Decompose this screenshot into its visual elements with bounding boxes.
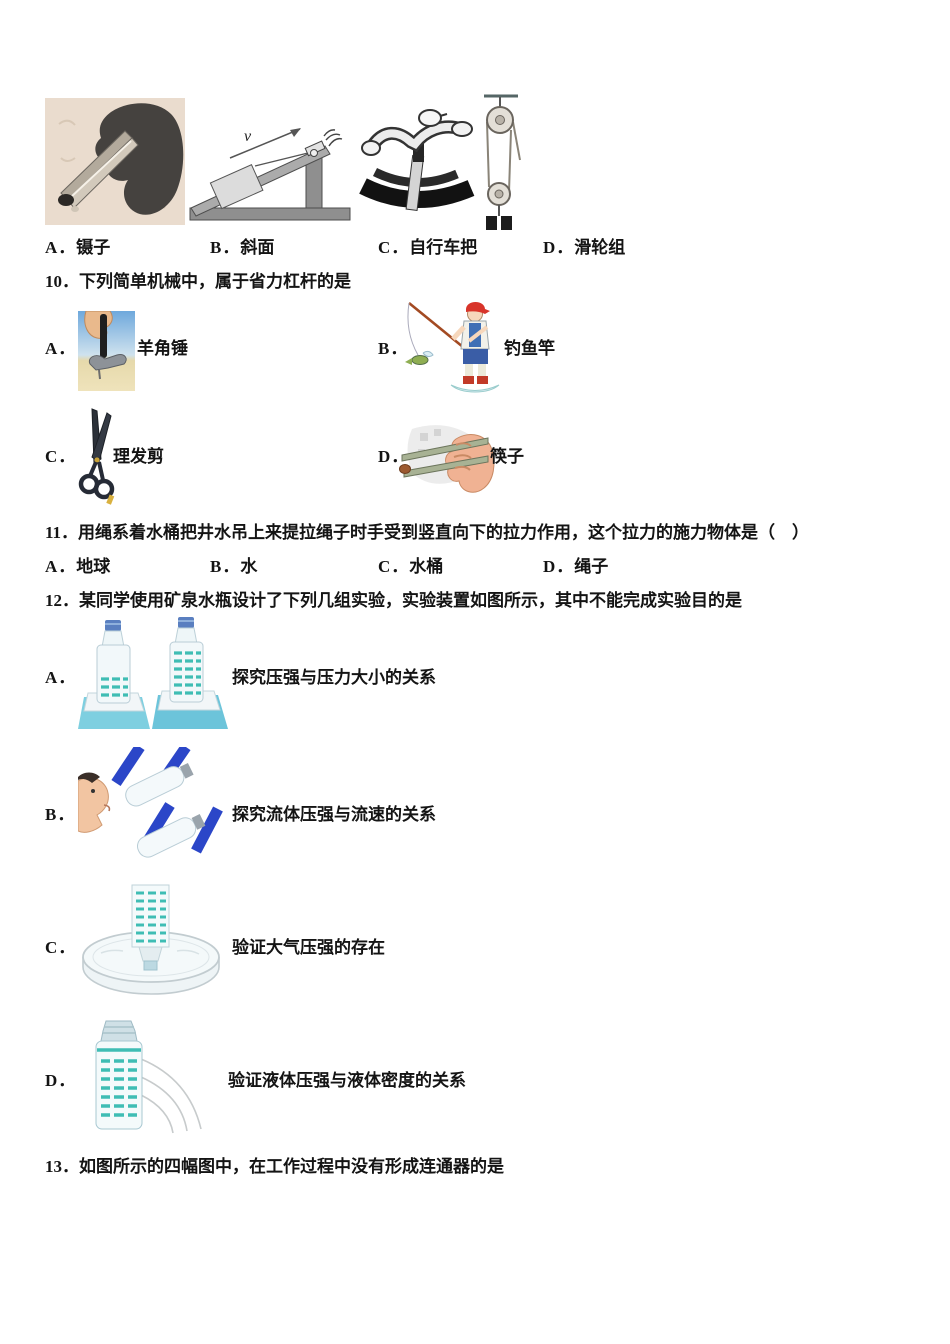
q9-option-a: A．镊子 xyxy=(45,237,110,258)
pulley-system-image xyxy=(484,94,521,230)
q11-option-c-letter: C． xyxy=(378,557,410,576)
q11-option-d: D．绳子 xyxy=(543,556,608,577)
q10-option-c-text: 理发剪 xyxy=(113,447,164,466)
q9-option-a-letter: A． xyxy=(45,238,77,257)
barber-scissors-image xyxy=(78,408,115,505)
two-bottles-on-sponges-image xyxy=(78,617,228,729)
q10-option-a-text: 羊角锤 xyxy=(137,339,188,358)
q12-option-a-text: 探究压强与压力大小的关系 xyxy=(232,668,436,687)
q11-option-d-letter: D． xyxy=(543,557,575,576)
q10-option-b-letter: B． xyxy=(378,339,409,358)
q11-option-b-text: 水 xyxy=(240,557,258,576)
q12-option-a-letter: A． xyxy=(45,668,77,687)
q12-option-c-letter: C． xyxy=(45,938,77,957)
inclined-plane-image: v xyxy=(189,128,351,221)
q10-option-b-text: 钓鱼竿 xyxy=(504,339,555,358)
q11-option-c-text: 水桶 xyxy=(409,557,444,576)
q11-option-b-letter: B． xyxy=(210,557,241,576)
q12-option-d-letter: D． xyxy=(45,1071,77,1090)
q11-option-a: A．地球 xyxy=(45,556,110,577)
blowing-between-bottles-image xyxy=(78,747,223,858)
q12-option-b-text: 探究流体压强与流速的关系 xyxy=(232,805,436,824)
q10-option-a-letter: A． xyxy=(45,339,77,358)
bottle-with-holes-image xyxy=(95,1020,202,1134)
q10-option-d-text: 筷子 xyxy=(490,447,524,466)
bicycle-handlebar-image xyxy=(359,109,475,211)
chopsticks-image xyxy=(399,425,495,493)
fishing-person-image xyxy=(405,301,500,393)
q10-stem: 10．下列简单机械中，属于省力杠杆的是 xyxy=(45,272,351,291)
q10-option-c-letter: C． xyxy=(45,447,77,466)
q9-option-c-text: 自行车把 xyxy=(409,238,478,257)
q12-option-d-text: 验证液体压强与液体密度的关系 xyxy=(228,1071,466,1090)
incline-velocity-label: v xyxy=(244,128,252,145)
q12-option-b-letter: B． xyxy=(45,805,76,824)
q10-option-d-letter: D． xyxy=(378,447,410,466)
q9-option-d-text: 滑轮组 xyxy=(574,238,626,257)
q9-option-b-text: 斜面 xyxy=(240,238,275,257)
q11-option-a-letter: A． xyxy=(45,557,77,576)
q9-option-a-text: 镊子 xyxy=(76,238,111,257)
q9-option-c-letter: C． xyxy=(378,238,410,257)
claw-hammer-image xyxy=(78,311,135,391)
q9-option-d: D．滑轮组 xyxy=(543,237,625,258)
q9-option-b: B．斜面 xyxy=(210,237,274,258)
q11-option-c: C．水桶 xyxy=(378,556,443,577)
q11-option-b: B．水 xyxy=(210,556,257,577)
q9-option-b-letter: B． xyxy=(210,238,241,257)
q9-option-d-letter: D． xyxy=(543,238,575,257)
q13-stem: 13．如图所示的四幅图中，在工作过程中没有形成连通器的是 xyxy=(45,1157,504,1176)
inverted-bottle-in-dish-image xyxy=(82,884,220,995)
q11-option-d-text: 绳子 xyxy=(574,557,609,576)
tweezers-image xyxy=(45,98,185,225)
q11-option-a-text: 地球 xyxy=(76,557,111,576)
q12-stem: 12．某同学使用矿泉水瓶设计了下列几组实验，实验装置如图所示，其中不能完成实验目… xyxy=(45,591,742,610)
q11-stem: 11．用绳系着水桶把井水吊上来提拉绳子时手受到竖直向下的拉力作用，这个拉力的施力… xyxy=(45,523,810,542)
q12-option-c-text: 验证大气压强的存在 xyxy=(232,938,385,957)
q9-option-c: C．自行车把 xyxy=(378,237,477,258)
